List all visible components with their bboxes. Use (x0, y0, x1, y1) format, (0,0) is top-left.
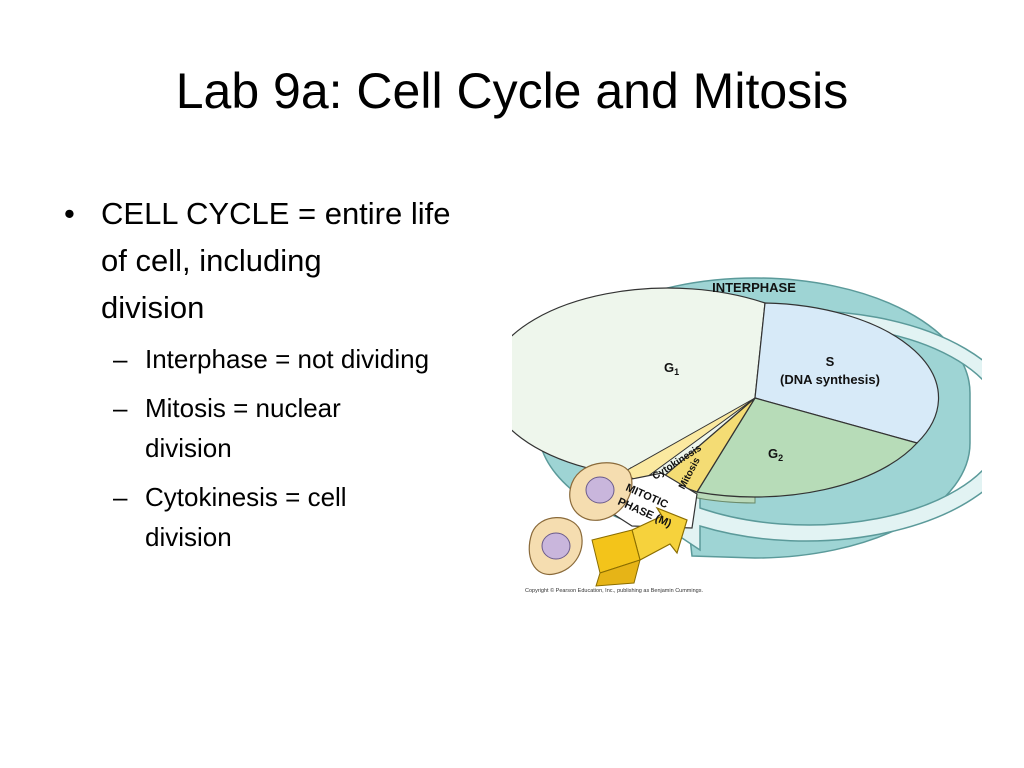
g2-label: G2 (768, 446, 783, 463)
g2-text: G (768, 446, 778, 461)
sub-bullet-line: division (145, 433, 232, 463)
interphase-label: INTERPHASE (712, 280, 796, 295)
sub-bullet-mitosis: – Mitosis = nuclear division (101, 388, 500, 468)
copyright-text: Copyright © Pearson Education, Inc., pub… (525, 587, 703, 594)
bullet-line: of cell, including (101, 243, 322, 278)
g1-subscript: 1 (674, 367, 679, 377)
dna-synthesis-label: (DNA synthesis) (780, 372, 880, 387)
bullet-marker: • (64, 196, 75, 231)
bullet-list: • CELL CYCLE = entire life of cell, incl… (60, 190, 500, 566)
sub-bullet-line: Cytokinesis = cell (145, 482, 347, 512)
g1-text: G (664, 360, 674, 375)
sub-bullet-interphase: – Interphase = not dividing (101, 339, 500, 379)
sub-bullet-list: – Interphase = not dividing – Mitosis = … (101, 339, 500, 557)
nucleus-upper (585, 476, 615, 504)
arrow-head-side (595, 559, 641, 587)
dash-marker: – (113, 393, 128, 423)
s-label: S (826, 354, 835, 369)
cell-cycle-svg: INTERPHASE G1 S (DNA synthesis) G2 Cytok… (512, 277, 982, 594)
bullet-cell-cycle: • CELL CYCLE = entire life of cell, incl… (60, 190, 500, 557)
sub-bullet-line: Mitosis = nuclear (145, 393, 341, 423)
dash-marker: – (113, 482, 128, 512)
nucleus-lower (541, 532, 571, 560)
division-arrow (631, 506, 688, 561)
g2-subscript: 2 (778, 453, 783, 463)
sub-bullet-line: division (145, 522, 232, 552)
sub-bullet-cytokinesis: – Cytokinesis = cell division (101, 477, 500, 557)
dash-marker: – (113, 344, 128, 374)
cell-cycle-diagram: INTERPHASE G1 S (DNA synthesis) G2 Cytok… (512, 268, 982, 598)
g2-sector (696, 397, 919, 498)
slide-title: Lab 9a: Cell Cycle and Mitosis (175, 63, 849, 119)
bullet-line: CELL CYCLE = entire life (101, 196, 451, 231)
g1-label: G1 (664, 360, 679, 377)
sub-bullet-line: Interphase = not dividing (145, 344, 430, 374)
s-sector (754, 302, 940, 444)
bullet-line: division (101, 290, 205, 325)
